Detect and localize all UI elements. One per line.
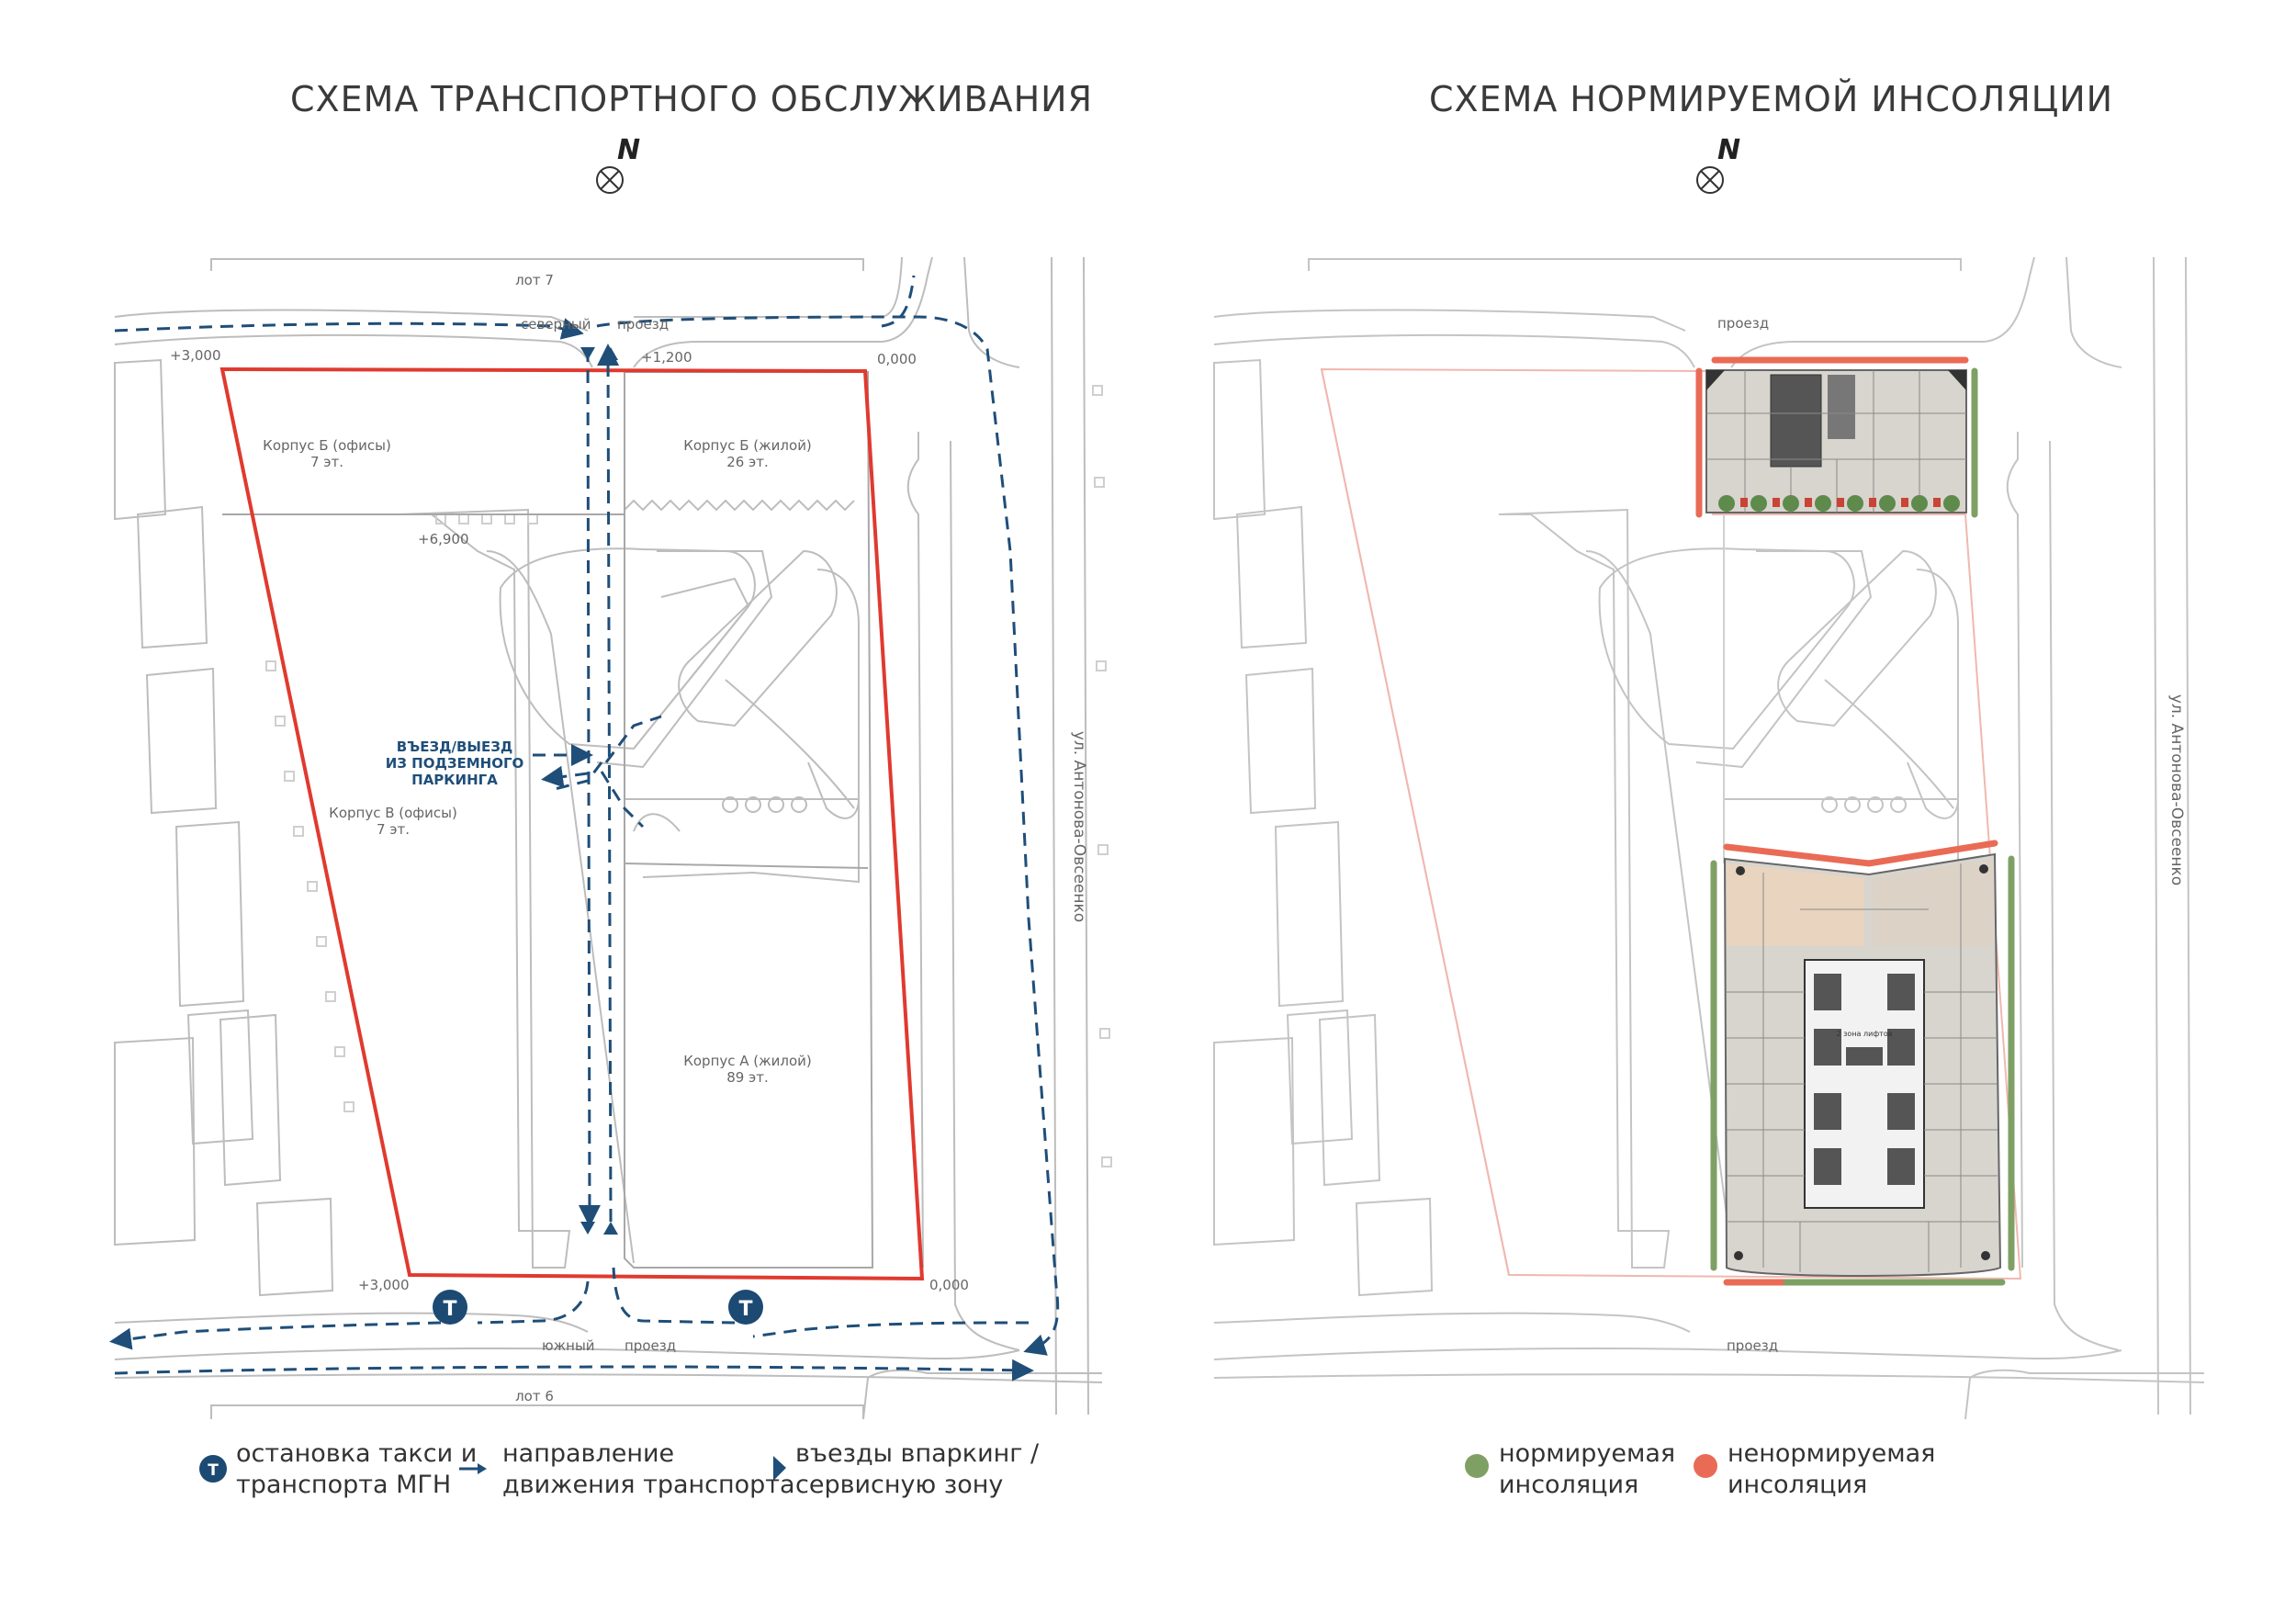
left-routes (109, 275, 1060, 1382)
label-bldg-b-office-2: 7 эт. (310, 454, 343, 470)
label-bldg-b-office-1: Корпус Б (офисы) (263, 437, 391, 454)
label-north-road-a: северный (521, 316, 591, 333)
label-elev-bottom-right: 0,000 (929, 1277, 969, 1293)
legend-normalized-text: нормируемая инсоляция (1499, 1438, 1675, 1501)
label-street-left: ул. Антонова-Овсеенко (1070, 731, 1088, 922)
label-north-road-b: проезд (617, 316, 669, 333)
legend-taxi-line-1: остановка такси и (236, 1439, 478, 1468)
legend-direction-arrow-icon (459, 1463, 487, 1474)
legend-taxi-glyph: Т (208, 1461, 219, 1480)
label-zone-note: 2 зона лифтов (1837, 1030, 1893, 1038)
label-elev-top-left: +3,000 (170, 347, 221, 364)
label-south-road-a: южный (542, 1337, 595, 1354)
label-street-right: ул. Антонова-Овсеенко (2167, 694, 2186, 885)
right-title: СХЕМА НОРМИРУЕМОЙ ИНСОЛЯЦИИ (1429, 79, 2114, 119)
label-elev-mid: +6,900 (418, 531, 469, 547)
tower-b-insolation (1695, 356, 1978, 518)
label-bldg-a-1: Корпус А (жилой) (683, 1053, 812, 1069)
legend-normalized-line-1: нормируемая (1499, 1439, 1676, 1468)
label-lot-bottom: лот 6 (515, 1388, 554, 1404)
left-plan (114, 256, 1112, 1420)
tower-a-insolation (1710, 840, 2015, 1286)
left-title: СХЕМА ТРАНСПОРТНОГО ОБСЛУЖИВАНИЯ (290, 79, 1093, 119)
label-bldg-a-2: 89 эт. (726, 1069, 769, 1086)
left-north-letter: N (617, 134, 641, 166)
label-lot-top: лот 7 (515, 272, 554, 288)
taxi-glyph: Т (443, 1298, 456, 1321)
legend-normalized-icon (1465, 1454, 1489, 1478)
label-bldg-b-res-1: Корпус Б (жилой) (683, 437, 812, 454)
tower-b-residential (1705, 369, 1967, 513)
legend-taxi-line-2: транспорта МГН (236, 1471, 452, 1499)
legend-direction-line-2: движения транспорта (502, 1471, 795, 1499)
label-road-top-right: проезд (1717, 315, 1769, 332)
legend-direction-text: направление движения транспорта (502, 1438, 795, 1501)
legend-entry-line-2: сервисную зону (795, 1471, 1004, 1499)
right-north-letter: N (1717, 134, 1741, 166)
taxi-stop-icon (433, 1290, 763, 1325)
site-boundary (219, 367, 925, 1281)
label-south-road-b: проезд (625, 1337, 676, 1354)
legend-taxi-stop-icon (199, 1455, 227, 1483)
legend-entry-line-1: въезды впаркинг / (795, 1439, 1040, 1468)
legend-taxi-text: остановка такси и транспорта МГН (236, 1438, 477, 1501)
label-road-bottom-right: проезд (1727, 1337, 1778, 1354)
legend-non-normalized-icon (1694, 1454, 1717, 1478)
label-parking-2: ИЗ ПОДЗЕМНОГО (386, 755, 524, 772)
right-compass-icon (1696, 166, 1724, 194)
left-entry-arrow-icon (580, 347, 618, 1235)
legend-entry-text: въезды впаркинг / сервисную зону (795, 1438, 1039, 1501)
legend-non-normalized-line-2: инсоляция (1728, 1471, 1868, 1499)
label-bldg-v-1: Корпус В (офисы) (329, 805, 457, 821)
tower-a-residential (1723, 852, 2002, 1277)
left-compass-icon (596, 166, 624, 194)
taxi-glyph: Т (738, 1298, 752, 1321)
legend-direction-line-1: направление (502, 1439, 675, 1468)
label-elev-bottom-left: +3,000 (358, 1277, 410, 1293)
legend-normalized-line-2: инсоляция (1499, 1471, 1639, 1499)
legend-non-normalized-line-1: ненормируемая (1728, 1439, 1936, 1468)
label-bldg-v-2: 7 эт. (377, 821, 410, 838)
label-parking-1: ВЪЕЗД/ВЫЕЗД (397, 739, 513, 755)
label-bldg-b-res-2: 26 эт. (726, 454, 769, 470)
legend-non-normalized-text: ненормируемая инсоляция (1728, 1438, 1935, 1501)
label-parking-3: ПАРКИНГА (411, 772, 498, 788)
legend-entry-arrow-icon (773, 1456, 786, 1481)
label-elev-top-right: 0,000 (877, 351, 917, 367)
label-elev-top-mid: +1,200 (641, 349, 692, 366)
